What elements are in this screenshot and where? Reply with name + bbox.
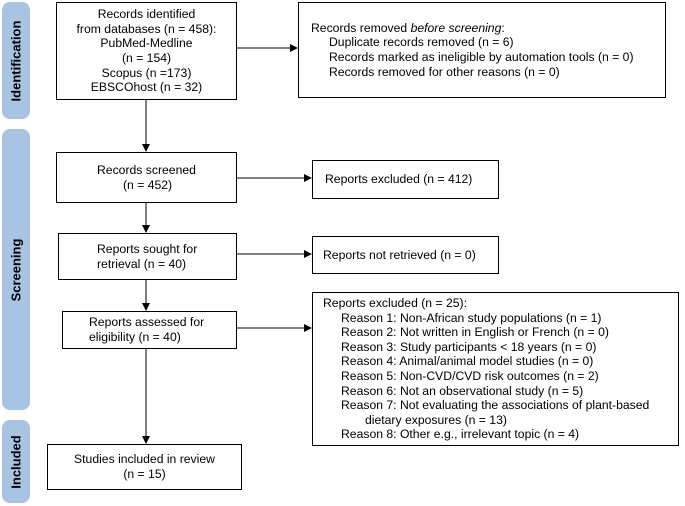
- identified-line-4: (n = 154): [121, 51, 172, 65]
- assessed-line-2: eligibility (n = 40): [89, 330, 181, 344]
- exclusion-reason-6: Reason 6: Not an observational study (n …: [341, 383, 584, 398]
- phase-identification: Identification: [2, 2, 30, 119]
- identified-line-3: PubMed-Medline: [100, 36, 193, 51]
- sought-line-2: retrieval (n = 40): [97, 256, 187, 271]
- reports-sought-box: Reports sought for retrieval (n = 40): [58, 233, 237, 280]
- exclusion-reason-5: Reason 5: Non-CVD/CVD risk outcomes (n =…: [341, 369, 599, 383]
- screened-line-2: (n = 452): [123, 177, 173, 192]
- removed-item-other: Records removed for other reasons (n = 0…: [329, 64, 560, 79]
- identified-line-6: EBSCOhost (n = 32): [90, 80, 203, 95]
- records-removed-box: Records removed before screening: Duplic…: [298, 2, 666, 98]
- screened-line-1: Records screened: [97, 162, 196, 177]
- identified-line-1: Records identified: [97, 7, 196, 22]
- assessed-line-1: Reports assessed for: [89, 315, 205, 330]
- removed-item-duplicates: Duplicate records removed (n = 6): [329, 35, 514, 50]
- identified-line-5: Scopus (n =173): [101, 65, 192, 80]
- removed-item-automation: Records marked as ineligible by automati…: [329, 50, 634, 64]
- excluded-screening-text: Reports excluded (n = 412): [325, 172, 473, 187]
- removed-heading: Records removed before screening:: [311, 20, 505, 35]
- identified-line-2: from databases (n = 458):: [76, 21, 217, 36]
- included-line-1: Studies included in review: [74, 452, 215, 467]
- exclusion-reason-1: Reason 1: Non-African study populations …: [341, 310, 602, 325]
- reports-excluded-screening-box: Reports excluded (n = 412): [312, 160, 499, 199]
- exclusion-reason-7-continued: dietary exposures (n = 13): [365, 412, 507, 427]
- exclusion-reason-7: Reason 7: Not evaluating the association…: [341, 398, 650, 413]
- exclusion-reason-4: Reason 4: Animal/animal model studies (n…: [341, 354, 594, 369]
- reports-excluded-eligibility-box: Reports excluded (n = 25): Reason 1: Non…: [312, 292, 679, 446]
- excluded-eligibility-heading: Reports excluded (n = 25):: [323, 296, 467, 311]
- records-identified-box: Records identified from databases (n = 4…: [56, 2, 237, 100]
- studies-included-box: Studies included in review (n = 15): [47, 444, 242, 490]
- reports-not-retrieved-box: Reports not retrieved (n = 0): [312, 236, 499, 274]
- not-retrieved-text: Reports not retrieved (n = 0): [323, 247, 476, 262]
- reports-assessed-box: Reports assessed for eligibility (n = 40…: [62, 311, 237, 349]
- phase-screening: Screening: [2, 129, 30, 410]
- exclusion-reason-2: Reason 2: Not written in English or Fren…: [341, 325, 609, 340]
- sought-line-1: Reports sought for: [97, 241, 198, 256]
- exclusion-reason-3: Reason 3: Study participants < 18 years …: [341, 339, 597, 354]
- phase-included: Included: [2, 420, 30, 503]
- included-line-2: (n = 15): [123, 467, 166, 481]
- records-screened-box: Records screened (n = 452): [56, 152, 237, 203]
- exclusion-reason-8: Reason 8: Other e.g., irrelevant topic (…: [341, 427, 580, 442]
